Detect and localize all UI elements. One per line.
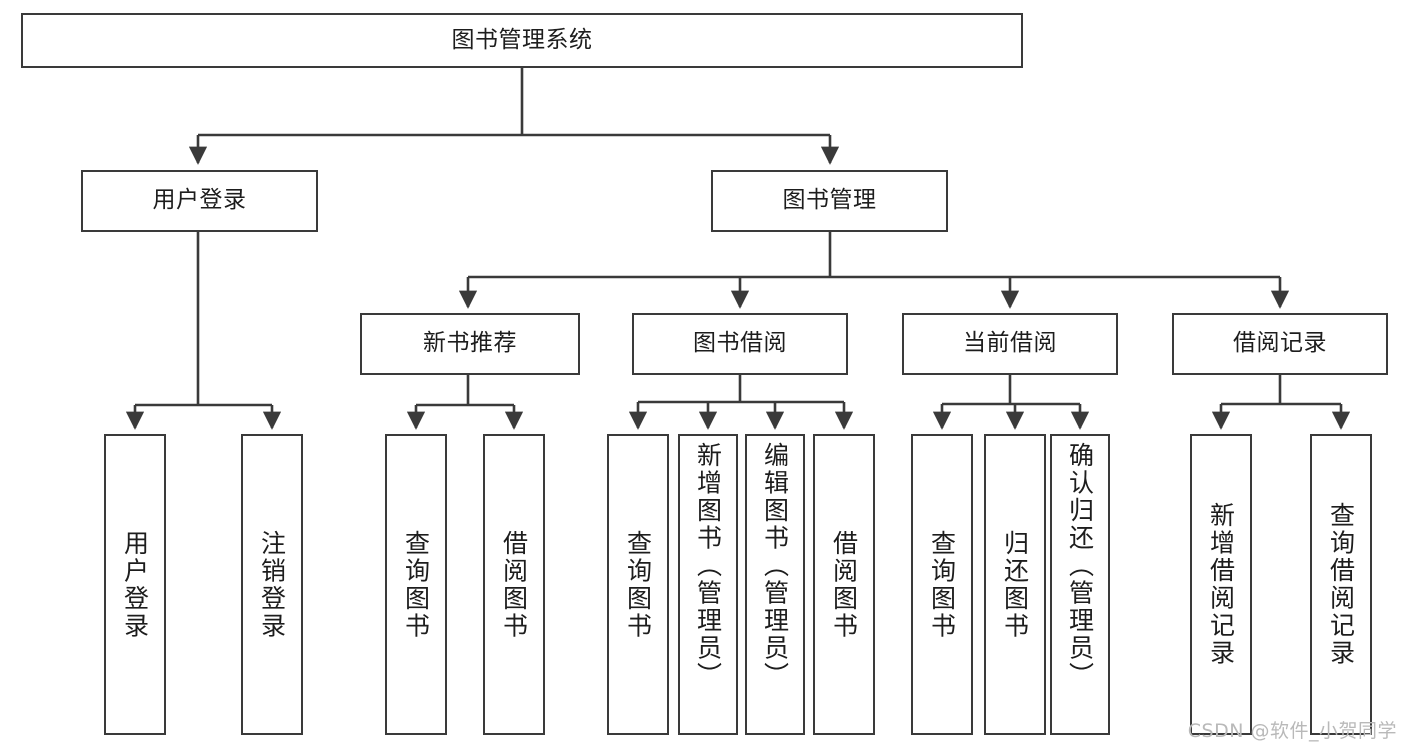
leaf-confirm-return-admin-label: 确认归还（管理员）	[1065, 442, 1095, 690]
node-user-login-label: 用户登录	[152, 187, 247, 214]
leaf-return-book[interactable]: 归还图书	[984, 434, 1046, 735]
node-user-login[interactable]: 用户登录	[81, 170, 318, 232]
leaf-logout[interactable]: 注销登录	[241, 434, 303, 735]
node-borrow-record[interactable]: 借阅记录	[1172, 313, 1388, 375]
node-current-borrow-label: 当前借阅	[963, 330, 1057, 357]
leaf-borrow-book-recommend-label: 借阅图书	[499, 529, 529, 640]
leaf-query-book-recommend[interactable]: 查询图书	[385, 434, 447, 735]
leaf-add-book-admin-label: 新增图书（管理员）	[693, 442, 723, 690]
leaf-query-book-current[interactable]: 查询图书	[911, 434, 973, 735]
leaf-edit-book-admin-label: 编辑图书（管理员）	[760, 442, 790, 690]
leaf-add-borrow-record[interactable]: 新增借阅记录	[1190, 434, 1252, 735]
node-new-book-recommend[interactable]: 新书推荐	[360, 313, 580, 375]
node-book-borrow-label: 图书借阅	[693, 330, 787, 357]
node-root-label: 图书管理系统	[451, 26, 593, 53]
node-book-management[interactable]: 图书管理	[711, 170, 948, 232]
leaf-query-book-borrow-label: 查询图书	[623, 529, 653, 640]
leaf-return-book-label: 归还图书	[1000, 529, 1030, 640]
leaf-add-borrow-record-label: 新增借阅记录	[1206, 502, 1236, 667]
leaf-query-book-recommend-label: 查询图书	[401, 529, 431, 640]
leaf-borrow-book-label: 借阅图书	[829, 529, 859, 640]
leaf-add-book-admin[interactable]: 新增图书（管理员）	[678, 434, 738, 735]
leaf-query-book-current-label: 查询图书	[927, 529, 957, 640]
leaf-user-login[interactable]: 用户登录	[104, 434, 166, 735]
node-root[interactable]: 图书管理系统	[21, 13, 1023, 68]
leaf-user-login-label: 用户登录	[120, 529, 150, 640]
leaf-edit-book-admin[interactable]: 编辑图书（管理员）	[745, 434, 805, 735]
leaf-logout-label: 注销登录	[257, 529, 287, 640]
node-borrow-record-label: 借阅记录	[1233, 330, 1327, 357]
node-new-book-recommend-label: 新书推荐	[423, 330, 517, 357]
leaf-query-borrow-record-label: 查询借阅记录	[1326, 502, 1356, 667]
node-book-management-label: 图书管理	[782, 187, 877, 214]
leaf-query-borrow-record[interactable]: 查询借阅记录	[1310, 434, 1372, 735]
leaf-borrow-book[interactable]: 借阅图书	[813, 434, 875, 735]
leaf-borrow-book-recommend[interactable]: 借阅图书	[483, 434, 545, 735]
leaf-query-book-borrow[interactable]: 查询图书	[607, 434, 669, 735]
watermark-text: CSDN @软件_小贺同学	[1187, 720, 1397, 742]
node-book-borrow[interactable]: 图书借阅	[632, 313, 848, 375]
node-current-borrow[interactable]: 当前借阅	[902, 313, 1118, 375]
leaf-confirm-return-admin[interactable]: 确认归还（管理员）	[1050, 434, 1110, 735]
